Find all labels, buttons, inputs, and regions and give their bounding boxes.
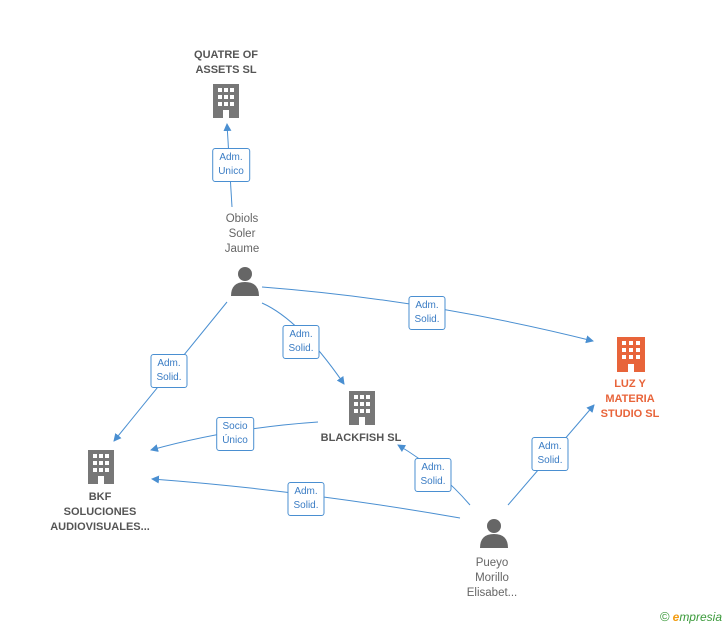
- brand-e: e: [672, 610, 680, 624]
- edges: [113, 123, 595, 519]
- edge-label-pueyo-blackfish[interactable]: Adm.Solid.: [414, 458, 452, 492]
- edge-label-pueyo-luz[interactable]: Adm.Solid.: [531, 437, 569, 471]
- building-icon-quatre: [213, 84, 239, 118]
- copyright-symbol: ©: [660, 609, 670, 624]
- edge-label-pueyo-bkf[interactable]: Adm.Solid.: [287, 482, 325, 516]
- building-icon-bkf: [88, 450, 114, 484]
- empresia-watermark[interactable]: ©empresia: [660, 609, 722, 624]
- edge-label-obiols-quatre[interactable]: Adm.Unico: [212, 148, 250, 182]
- person-icon-obiols: [231, 267, 259, 296]
- edge-label-obiols-blackfish[interactable]: Adm.Solid.: [282, 325, 320, 359]
- person-icon-pueyo: [480, 519, 508, 548]
- building-icon-blackfish: [349, 391, 375, 425]
- node-label-blackfish[interactable]: BLACKFISH SL: [320, 432, 402, 444]
- edge-label-obiols-bkf[interactable]: Adm.Solid.: [150, 354, 188, 388]
- brand-text: mpresia: [679, 610, 722, 624]
- building-icon-luz: [617, 337, 645, 372]
- edge-label-obiols-luz[interactable]: Adm.Solid.: [408, 296, 446, 330]
